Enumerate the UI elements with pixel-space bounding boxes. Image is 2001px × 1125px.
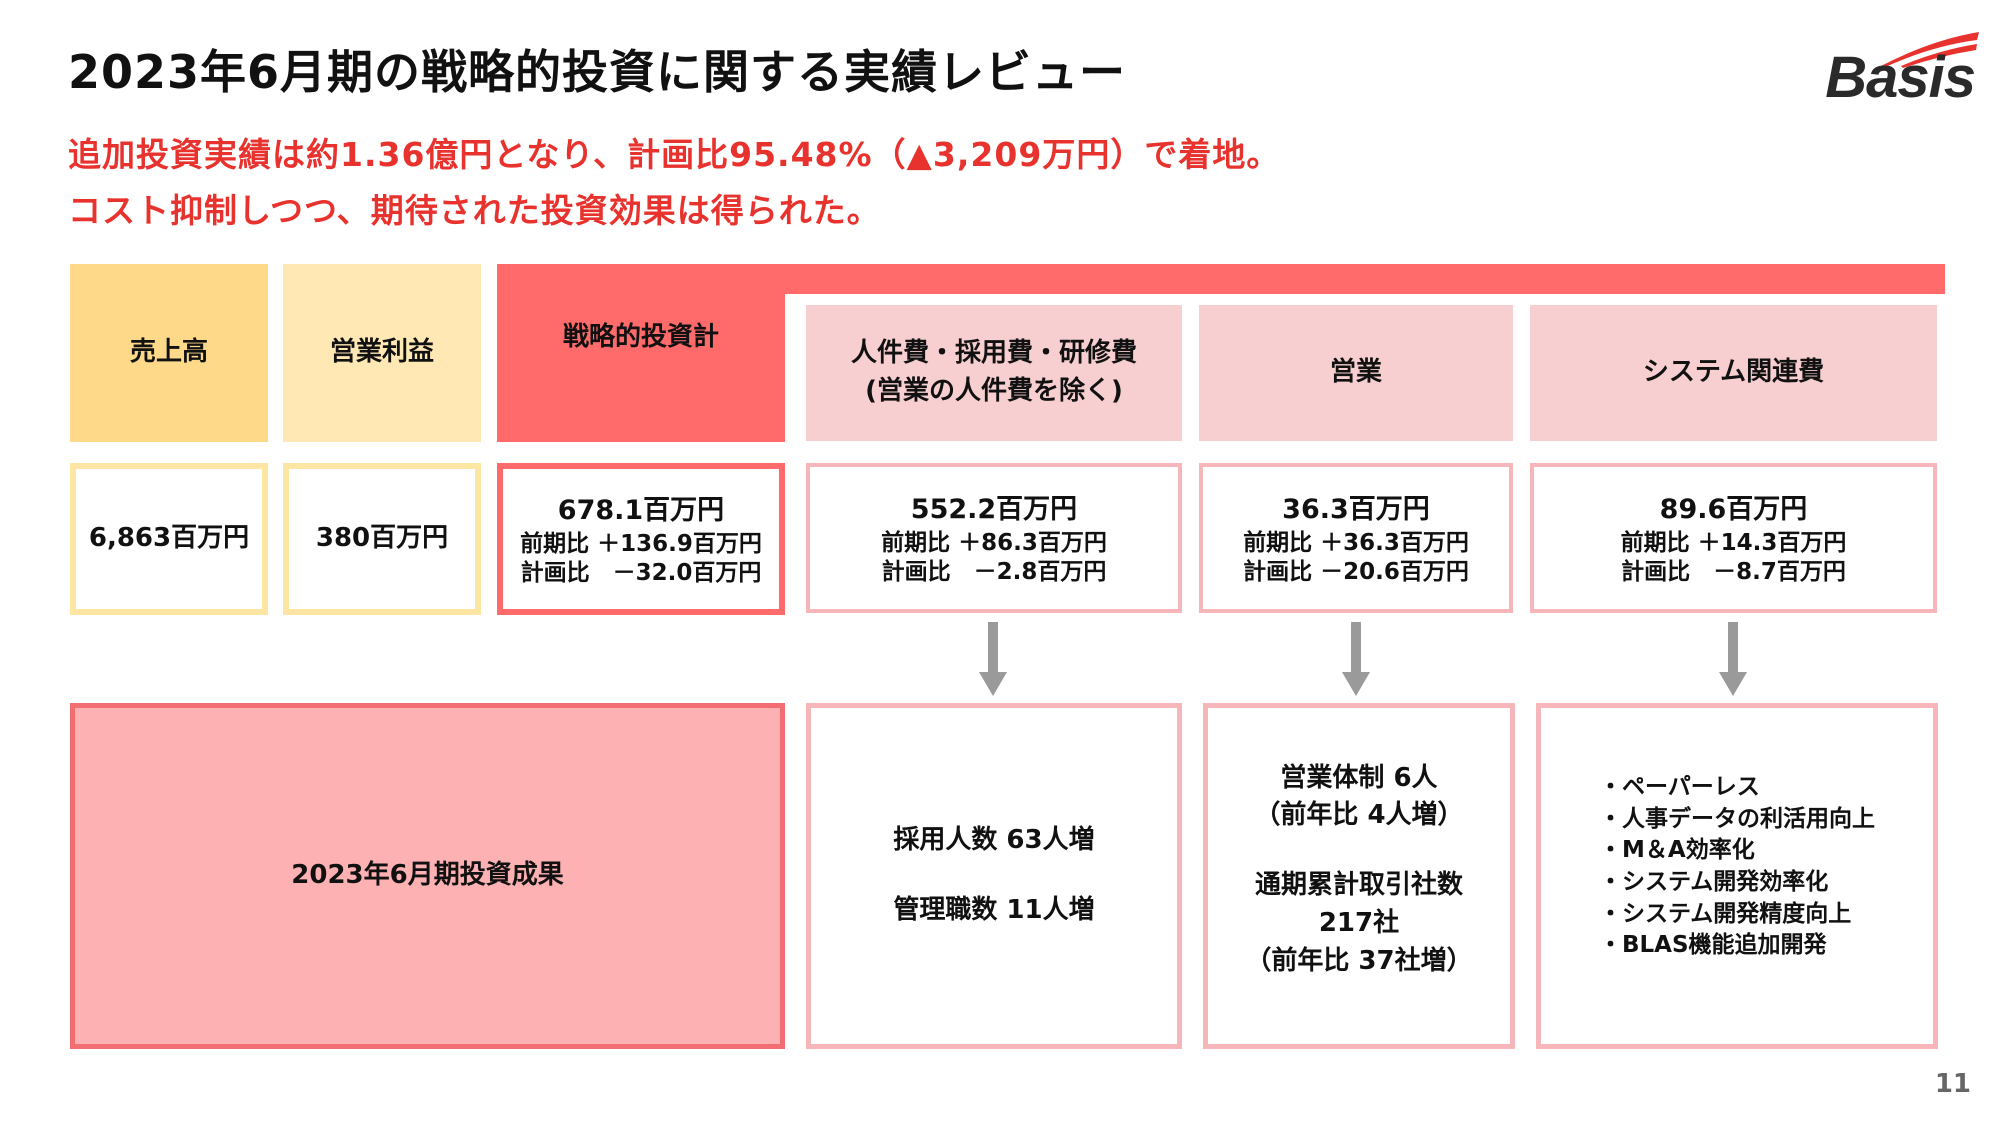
results-sales-dept: 営業体制 6人 （前年比 4人増） 通期累計取引社数 217社 （前年比 37社… [1203,703,1515,1049]
results-sales-line2: （前年比 4人増） [1254,800,1464,831]
value-personnel-yoy: 前期比 ＋86.3百万円 [881,529,1107,556]
results-main: 2023年6月期投資成果 [70,703,785,1049]
list-item: ・M＆A効率化 [1599,837,1755,864]
value-system: 89.6百万円 前期比 ＋14.3百万円 計画比 －8.7百万円 [1530,463,1937,613]
header-personnel-line2: (営業の人件費を除く) [865,376,1123,406]
value-personnel-plan: 計画比 －2.8百万円 [881,558,1107,585]
header-operating-profit: 営業利益 [283,264,481,442]
results-sales-line3: 通期累計取引社数 [1254,870,1463,901]
value-system-amount: 89.6百万円 [1659,493,1808,525]
value-strategic-total-plan: 計画比 －32.0百万円 [520,559,762,586]
header-sales: 売上高 [70,264,268,442]
logo-text: Basis [1825,45,1976,110]
value-personnel-amount: 552.2百万円 [910,493,1078,525]
value-system-yoy: 前期比 ＋14.3百万円 [1620,529,1847,556]
logo-swoosh-icon [1881,32,1979,68]
value-personnel: 552.2百万円 前期比 ＋86.3百万円 計画比 －2.8百万円 [806,463,1182,613]
basis-logo-icon: Basis [1821,30,1981,110]
results-sales-line4: 217社 [1318,907,1400,938]
list-item: ・BLAS機能追加開発 [1599,932,1827,959]
value-sales-dept-amount: 36.3百万円 [1282,493,1430,525]
header-personnel: 人件費・採用費・研修費 (営業の人件費を除く) [806,305,1182,441]
header-strategic-total-label: 戦略的投資計 [562,322,719,353]
results-personnel: 採用人数 63人増 管理職数 11人増 [806,703,1182,1049]
value-sales-text: 6,863百万円 [88,523,250,554]
header-personnel-line1: 人件費・採用費・研修費 [850,338,1137,369]
list-item: ・システム開発精度向上 [1599,900,1852,927]
list-item: ・ペーパーレス [1599,773,1760,800]
results-system: ・ペーパーレス ・人事データの利活用向上 ・M＆A効率化 ・システム開発効率化 … [1536,703,1938,1049]
value-sales-dept-plan: 計画比 －20.6百万円 [1243,558,1469,585]
results-sales-line1: 営業体制 6人 [1280,762,1438,793]
header-system: システム関連費 [1530,305,1937,441]
header-sales-dept-label: 営業 [1329,357,1382,388]
value-sales: 6,863百万円 [70,463,268,615]
results-system-list: ・ペーパーレス ・人事データの利活用向上 ・M＆A効率化 ・システム開発効率化 … [1599,772,1875,962]
value-strategic-total-yoy: 前期比 ＋136.9百万円 [520,530,762,557]
list-item: ・システム開発効率化 [1599,869,1829,895]
header-sales-dept: 営業 [1199,305,1513,441]
results-sales-line5: （前年比 37社増） [1245,945,1473,976]
value-strategic-total-amount: 678.1百万円 [557,494,725,526]
results-personnel-line1: 採用人数 63人増 [893,825,1095,856]
header-system-label: システム関連費 [1642,357,1825,388]
results-personnel-line2: 管理職数 11人増 [893,895,1095,925]
summary-line-1: 追加投資実績は約1.36億円となり、計画比95.48%（▲3,209万円）で着地… [68,135,1281,174]
header-strategic-total: 戦略的投資計 [497,264,785,442]
down-arrow-icon [1342,622,1370,696]
down-arrow-icon [979,622,1007,696]
value-operating-profit-text: 380百万円 [315,523,449,554]
value-strategic-total: 678.1百万円 前期比 ＋136.9百万円 計画比 －32.0百万円 [497,463,785,615]
page-number: 11 [1934,1069,1971,1099]
value-system-plan: 計画比 －8.7百万円 [1621,558,1846,585]
value-operating-profit: 380百万円 [283,463,481,615]
down-arrow-icon [1719,622,1747,696]
value-sales-dept-yoy: 前期比 ＋36.3百万円 [1243,529,1469,556]
value-sales-dept: 36.3百万円 前期比 ＋36.3百万円 計画比 －20.6百万円 [1199,463,1513,613]
header-operating-profit-label: 営業利益 [329,337,434,368]
results-main-label: 2023年6月期投資成果 [291,860,564,891]
list-item: ・人事データの利活用向上 [1599,805,1875,832]
header-sales-label: 売上高 [129,337,208,368]
summary-line-2: コスト抑制しつつ、期待された投資効果は得られた。 [68,191,881,230]
page-title: 2023年6月期の戦略的投資に関する実績レビュー [68,45,1127,99]
